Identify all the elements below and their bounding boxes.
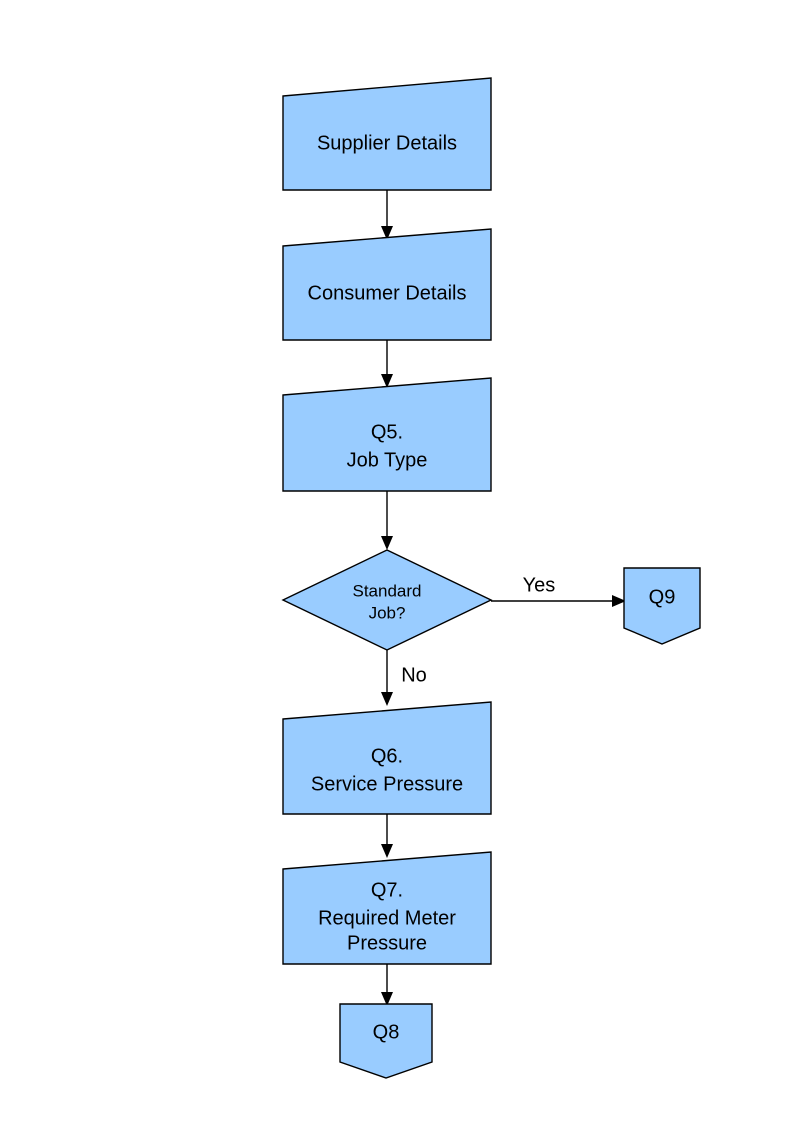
node-required-meter-pressure[interactable]: Q7. Required Meter Pressure	[282, 851, 492, 965]
job-type-label-line2: Job Type	[347, 449, 428, 471]
service-pressure-label-line2: Service Pressure	[311, 773, 463, 795]
arrow-head-required-q8	[381, 992, 393, 1006]
node-consumer-details[interactable]: Consumer Details	[282, 228, 492, 341]
node-job-type[interactable]: Q5. Job Type	[282, 377, 492, 492]
job-type-shape[interactable]	[282, 377, 492, 492]
service-pressure-shape[interactable]	[282, 701, 492, 815]
connector-required-to-q8	[381, 964, 393, 1006]
q8-label: Q8	[373, 1021, 400, 1043]
supplier-details-label: Supplier Details	[317, 132, 457, 154]
job-type-label-line1: Q5.	[371, 421, 403, 443]
consumer-details-label: Consumer Details	[308, 282, 467, 304]
standard-job-label-line2: Job?	[369, 603, 406, 622]
service-pressure-label-line1: Q6.	[371, 745, 403, 767]
node-q9[interactable]: Q9	[623, 567, 701, 645]
arrow-head-consumer-jobtype	[381, 374, 393, 388]
required-meter-pressure-label-line3: Pressure	[347, 932, 427, 954]
node-q8[interactable]: Q8	[339, 1003, 433, 1079]
q9-shape[interactable]	[623, 567, 701, 645]
supplier-details-shape[interactable]	[282, 77, 492, 191]
consumer-details-shape[interactable]	[282, 228, 492, 341]
arrow-head-supplier-consumer	[381, 226, 393, 240]
required-meter-pressure-label-line2: Required Meter	[318, 907, 456, 929]
required-meter-pressure-label-line1: Q7.	[371, 879, 403, 901]
connector-consumer-to-jobtype	[381, 340, 393, 388]
q9-label: Q9	[649, 586, 676, 608]
q8-shape[interactable]	[339, 1003, 433, 1079]
arrow-head-jobtype-standard	[381, 536, 393, 550]
connector-supplier-to-consumer	[381, 190, 393, 240]
connector-standard-to-q9: Yes	[491, 574, 626, 607]
node-service-pressure[interactable]: Q6. Service Pressure	[282, 701, 492, 815]
arrow-head-service-required	[381, 844, 393, 858]
edge-label-yes: Yes	[523, 574, 556, 596]
arrow-head-standard-service	[381, 692, 393, 706]
node-standard-job-decision[interactable]: Standard Job?	[281, 549, 493, 651]
node-supplier-details[interactable]: Supplier Details	[282, 77, 492, 191]
required-meter-pressure-shape[interactable]	[282, 851, 492, 965]
arrow-head-standard-q9	[612, 595, 626, 607]
connector-standard-to-service: No	[381, 650, 427, 706]
standard-job-label-line1: Standard	[353, 581, 422, 600]
edge-label-no: No	[401, 664, 427, 686]
connector-jobtype-to-standard	[381, 491, 393, 550]
connector-service-to-required	[381, 814, 393, 858]
